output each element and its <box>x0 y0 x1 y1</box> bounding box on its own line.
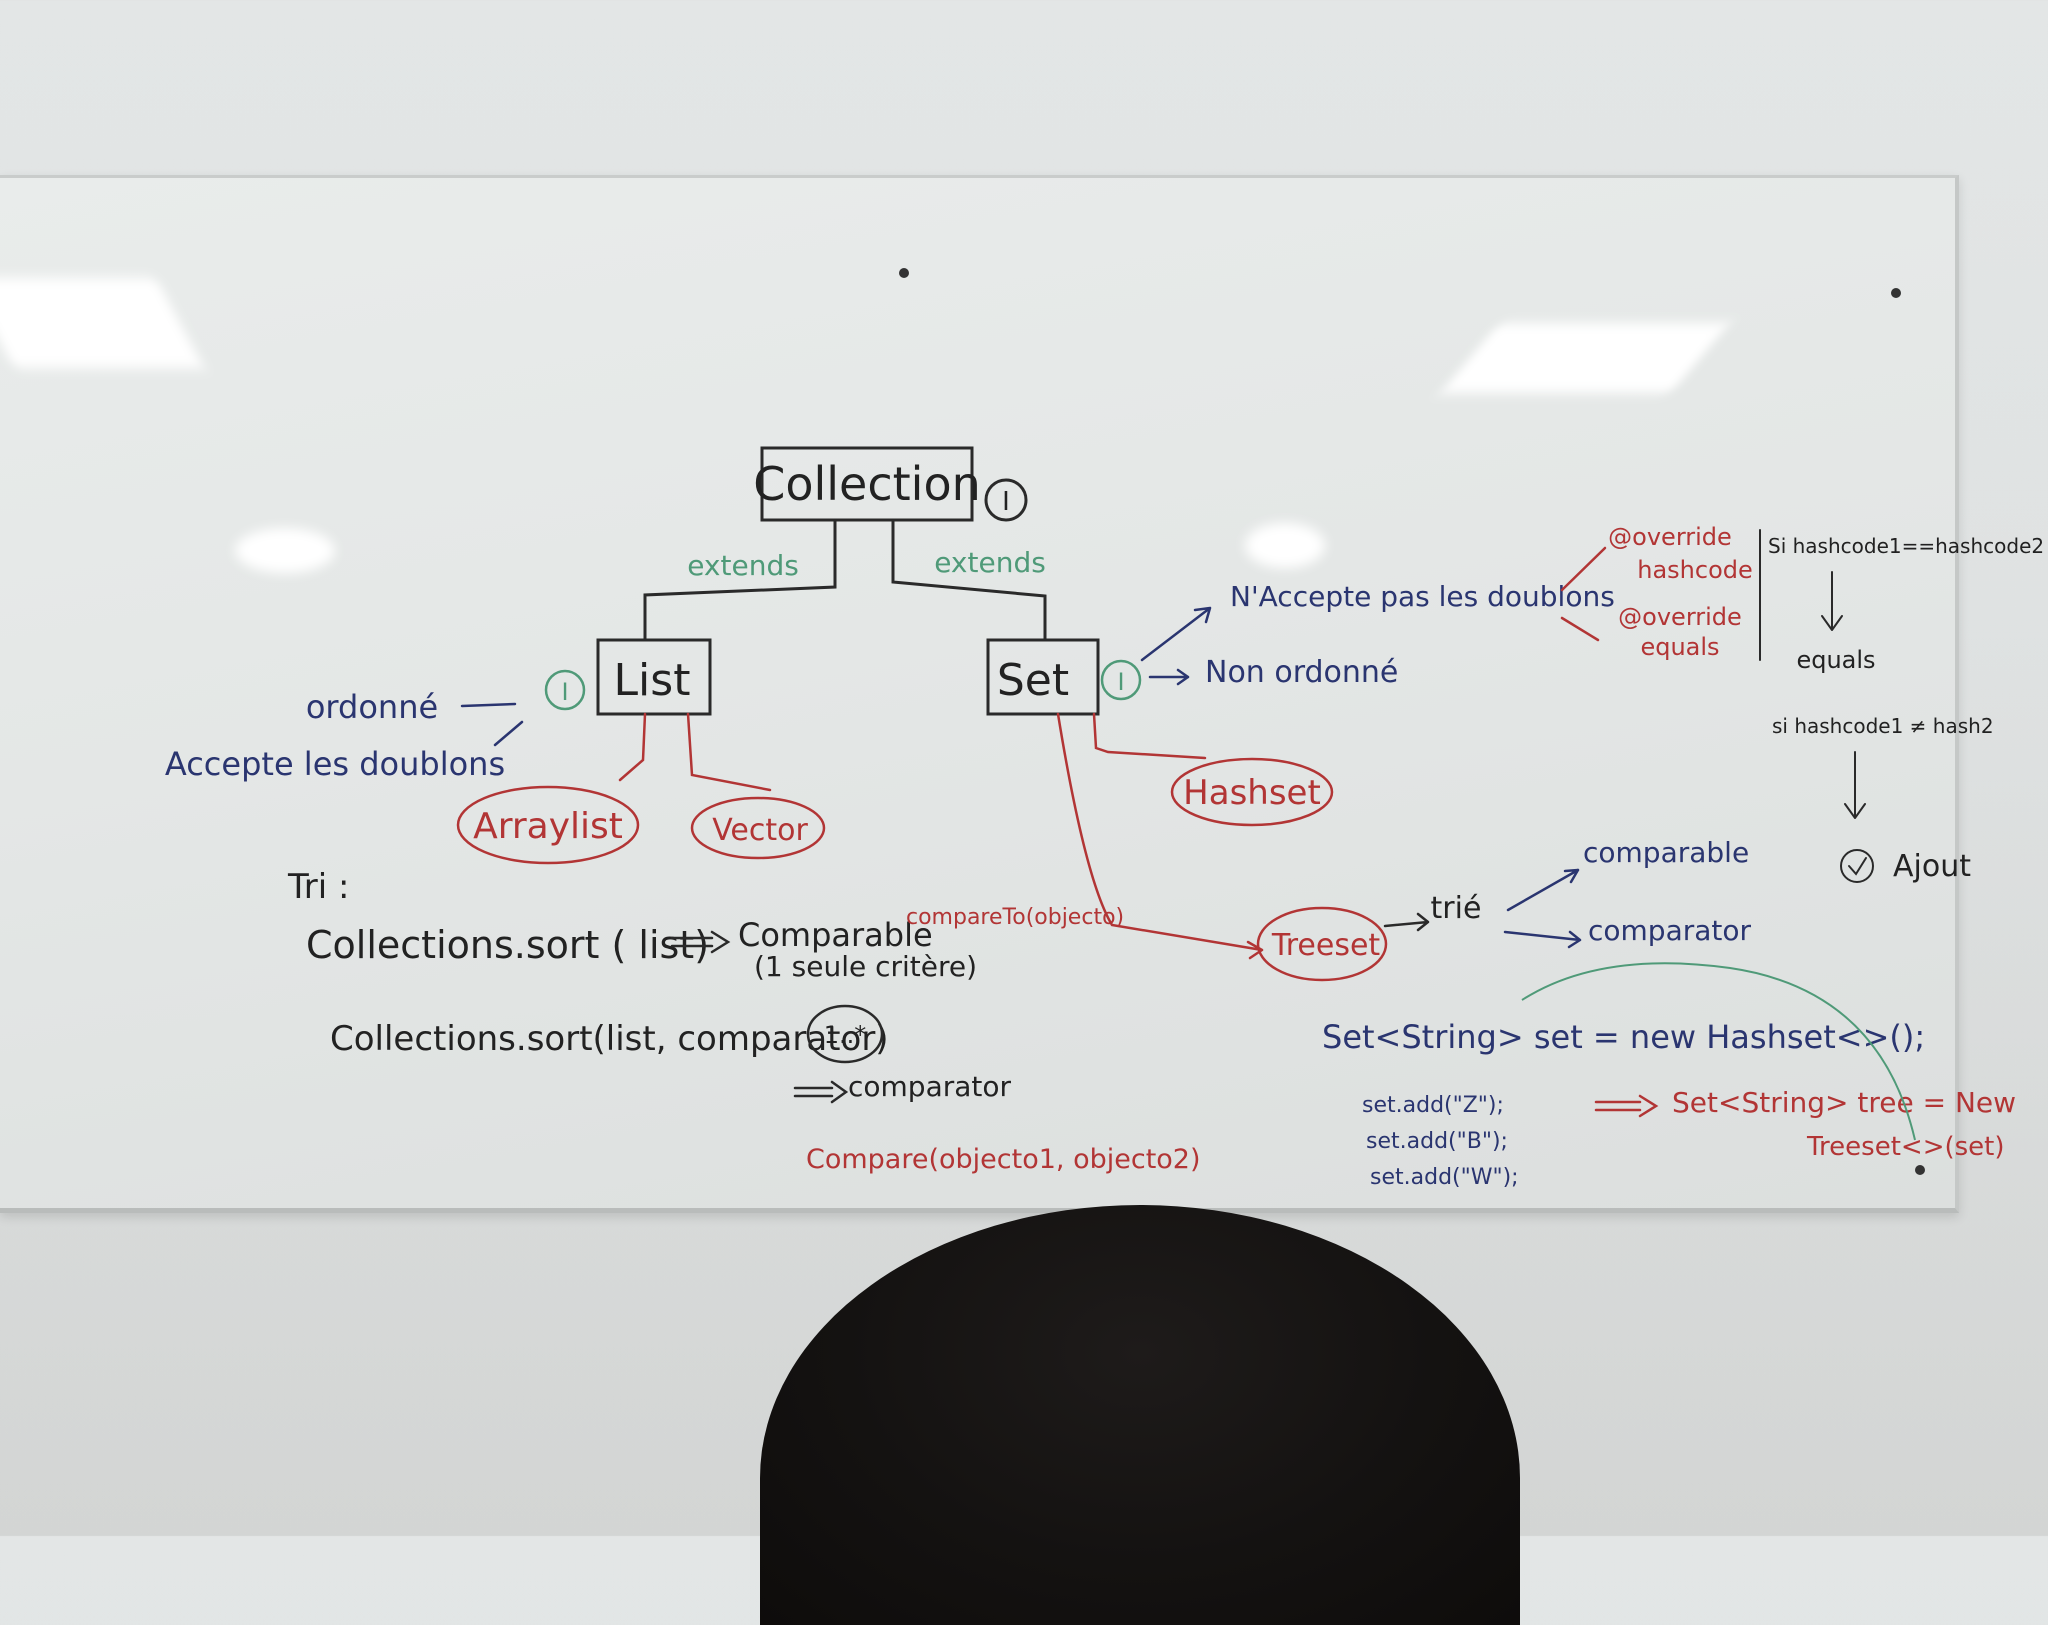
arrow-down-equals <box>1821 571 1843 631</box>
hash-rule-different: si hashcode1 ≠ hash2 <box>1772 714 1994 738</box>
arraylist-ellipse <box>456 785 640 865</box>
sort-comparator-result: comparator <box>848 1070 1012 1103</box>
override-hashcode-annotation: @override <box>1608 523 1732 551</box>
board-pin <box>899 268 909 278</box>
set-box <box>986 638 1100 716</box>
hash-rule-equal: Si hashcode1==hashcode2 <box>1768 534 2044 558</box>
set-note-no-duplicates: N'Accepte pas les doublons <box>1230 580 1615 613</box>
arrow-set-to-treeset <box>1521 962 1916 1141</box>
arrow-down-ajout <box>1844 751 1866 819</box>
list-label: List <box>614 655 691 706</box>
implies-arrow-red <box>1594 1094 1659 1118</box>
override-hashcode-method: hashcode <box>1637 556 1753 584</box>
arrow-to-override-hashcode <box>1560 546 1607 592</box>
set-interface-badge <box>1100 659 1142 701</box>
hash-rule-result: Ajout <box>1893 849 1971 884</box>
list-interface-badge <box>544 669 586 711</box>
multiplicity-ellipse <box>806 1004 884 1064</box>
compare-to-method: compareTo(objecto) <box>906 905 1124 930</box>
treeset-option-comparator: comparator <box>1588 914 1752 947</box>
list-note-ordered: ordonné <box>306 688 438 726</box>
checkmark-circle <box>1840 849 1874 883</box>
code-treeset-constructor: Treeset<>(set) <box>1806 1132 2005 1162</box>
code-hashset-declaration: Set<String> set = new Hashset<>(); <box>1322 1018 1925 1056</box>
sort-natural-result: Comparable <box>738 916 933 954</box>
sort-call-comparator: Collections.sort(list, comparator) <box>330 1019 889 1059</box>
arrow-to-sorted <box>1383 912 1430 932</box>
code-treeset-declaration: Set<String> tree = New <box>1672 1086 2016 1119</box>
whiteboard <box>0 175 1959 1213</box>
sort-call-natural: Collections.sort ( list) <box>306 923 709 967</box>
treeset-option-comparable: comparable <box>1583 836 1749 869</box>
set-note-unordered: Non ordonné <box>1205 655 1398 690</box>
hashset-label: Hashset <box>1183 773 1321 813</box>
arrow-to-comparable <box>1506 868 1580 912</box>
classroom-photo: Collection I extends extends List I ordo… <box>0 175 2044 1625</box>
vector-ellipse <box>690 796 826 860</box>
board-pin <box>1915 1165 1925 1175</box>
extends-left-label: extends <box>687 549 799 582</box>
treeset-sorted-label: trié <box>1431 891 1482 926</box>
override-equals-annotation: @override <box>1618 603 1742 631</box>
collection-badge-letter: I <box>1002 487 1010 517</box>
arrow-to-override-equals <box>1560 616 1600 642</box>
vector-label: Vector <box>712 813 808 848</box>
connector-list-vector <box>686 712 772 792</box>
collection-interface-badge <box>984 478 1028 522</box>
code-add-z: set.add("Z"); <box>1362 1093 1504 1118</box>
connector-list-arraylist <box>618 712 647 782</box>
hash-rule-equals: equals <box>1796 646 1875 674</box>
treeset-ellipse <box>1256 906 1388 982</box>
collection-label: Collection <box>753 457 981 511</box>
list-badge-letter: I <box>561 678 568 706</box>
arraylist-label: Arraylist <box>473 806 623 847</box>
list-note-duplicates: Accepte les doublons <box>165 745 505 783</box>
one-criterion-note: (1 seule critère) <box>754 950 977 983</box>
list-box <box>596 638 712 716</box>
connector-collection-set <box>891 518 1047 642</box>
code-add-w: set.add("W"); <box>1370 1165 1519 1190</box>
ceiling-light-reflection-4 <box>1245 523 1325 568</box>
multiplicity-label: 1..* <box>824 1021 867 1049</box>
collection-box <box>760 446 974 522</box>
board-pin <box>1891 288 1901 298</box>
arrow-to-comparator <box>1503 930 1582 949</box>
treeset-label: Treeset <box>1271 928 1381 963</box>
sorting-heading: Tri : <box>287 867 349 907</box>
extends-right-label: extends <box>934 546 1046 579</box>
compare-method: Compare(objecto1, objecto2) <box>806 1144 1201 1175</box>
implies-arrow-1 <box>670 930 731 954</box>
connector-collection-list <box>643 518 837 642</box>
set-badge-letter: I <box>1117 668 1124 696</box>
whiteboard-diagram: Collection I extends extends List I ordo… <box>165 446 2044 1190</box>
connector-set-hashset <box>1092 712 1207 760</box>
arrow-to-unordered <box>1148 668 1190 686</box>
hashset-ellipse <box>1170 757 1334 827</box>
implies-arrow-2 <box>793 1080 849 1104</box>
code-add-b: set.add("B"); <box>1366 1129 1508 1154</box>
list-note-dash-2 <box>493 720 524 747</box>
check-icon <box>1848 857 1867 876</box>
set-label: Set <box>997 655 1069 706</box>
ceiling-light-reflection-3 <box>235 528 335 573</box>
list-note-dash <box>460 702 517 708</box>
override-equals-method: equals <box>1640 633 1719 661</box>
arrow-to-no-duplicates <box>1140 606 1212 662</box>
